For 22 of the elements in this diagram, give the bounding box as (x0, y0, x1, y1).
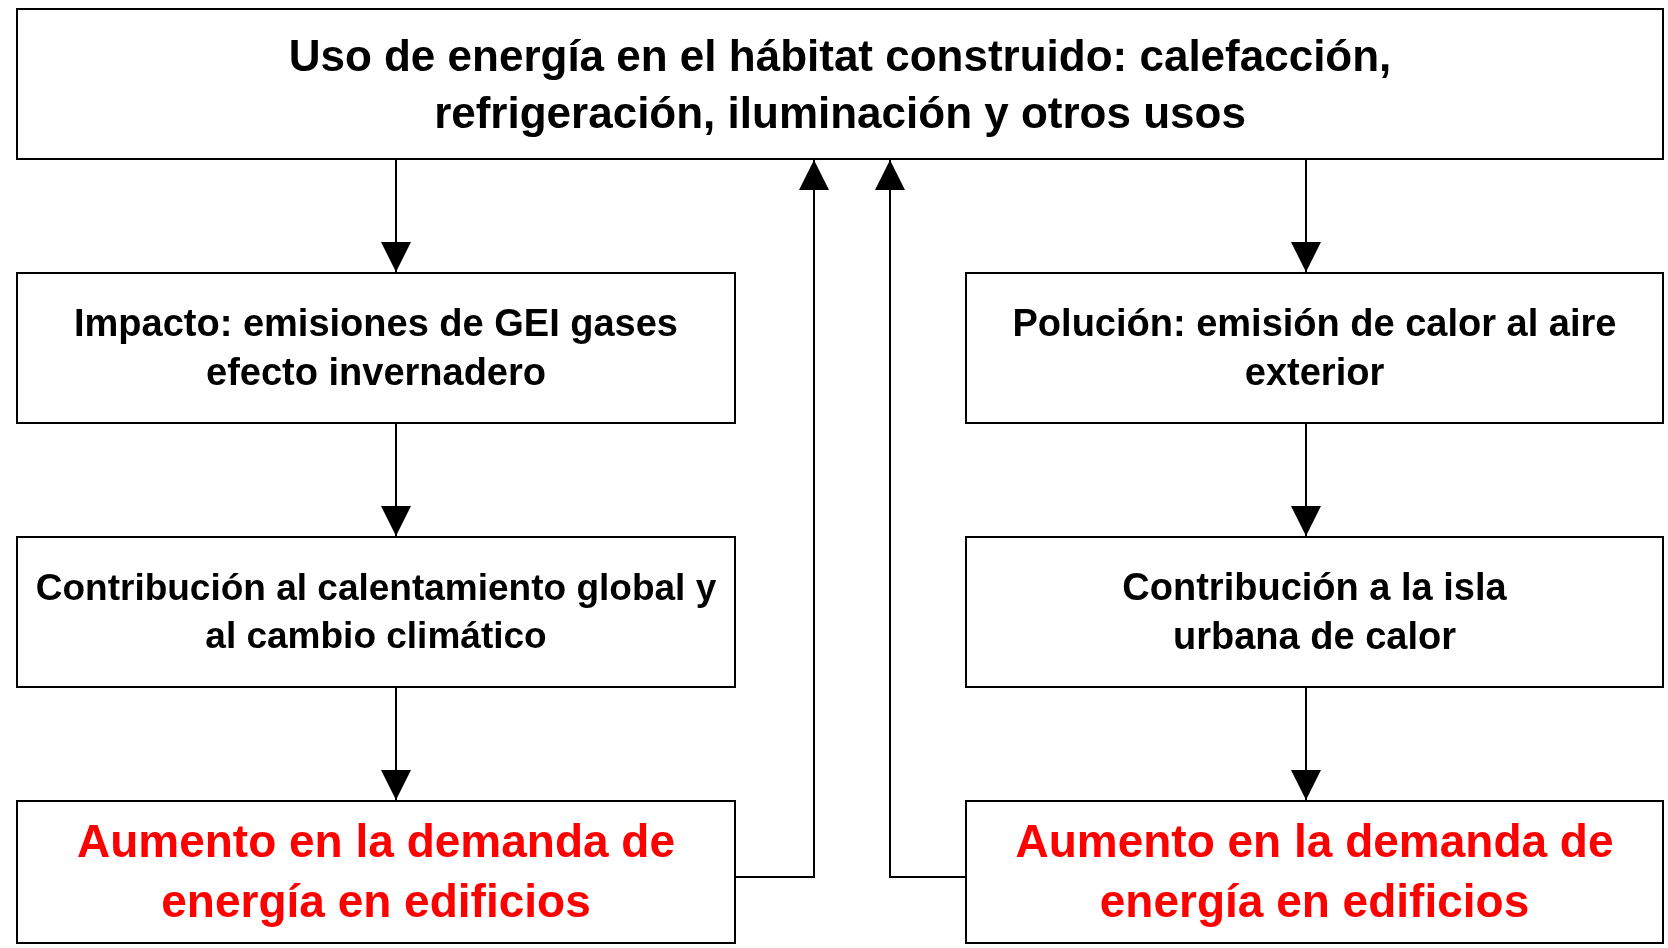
arrow (875, 159, 966, 878)
arrow (1291, 423, 1321, 537)
process-box (965, 272, 1664, 424)
process-box (16, 8, 1664, 160)
arrow (735, 159, 829, 878)
box-text: Aumento en la demanda de energía en edificios (75, 814, 677, 929)
process-box (965, 536, 1664, 688)
process-box (16, 800, 736, 944)
box-text: Aumento en la demanda de energía en edificios (1014, 814, 1615, 929)
process-box (16, 536, 736, 688)
arrow (381, 423, 411, 537)
box-text: Contribución al calentamiento global y al cambio climático (34, 565, 718, 658)
arrow (1291, 159, 1321, 273)
arrow (381, 687, 411, 801)
box-text: Polución: emisión de calor al aire exterior (1011, 300, 1618, 395)
box-text: Contribución a la isla urbana de calor (1121, 564, 1508, 659)
process-box (965, 800, 1664, 944)
process-box (16, 272, 736, 424)
box-text: Uso de energía en el hábitat construido: calefacción, refrigeración, iluminación y otros usos (287, 29, 1393, 139)
arrow (1291, 687, 1321, 801)
arrow (381, 159, 411, 273)
box-text: Impacto: emisiones de GEI gases efecto invernadero (73, 300, 679, 395)
